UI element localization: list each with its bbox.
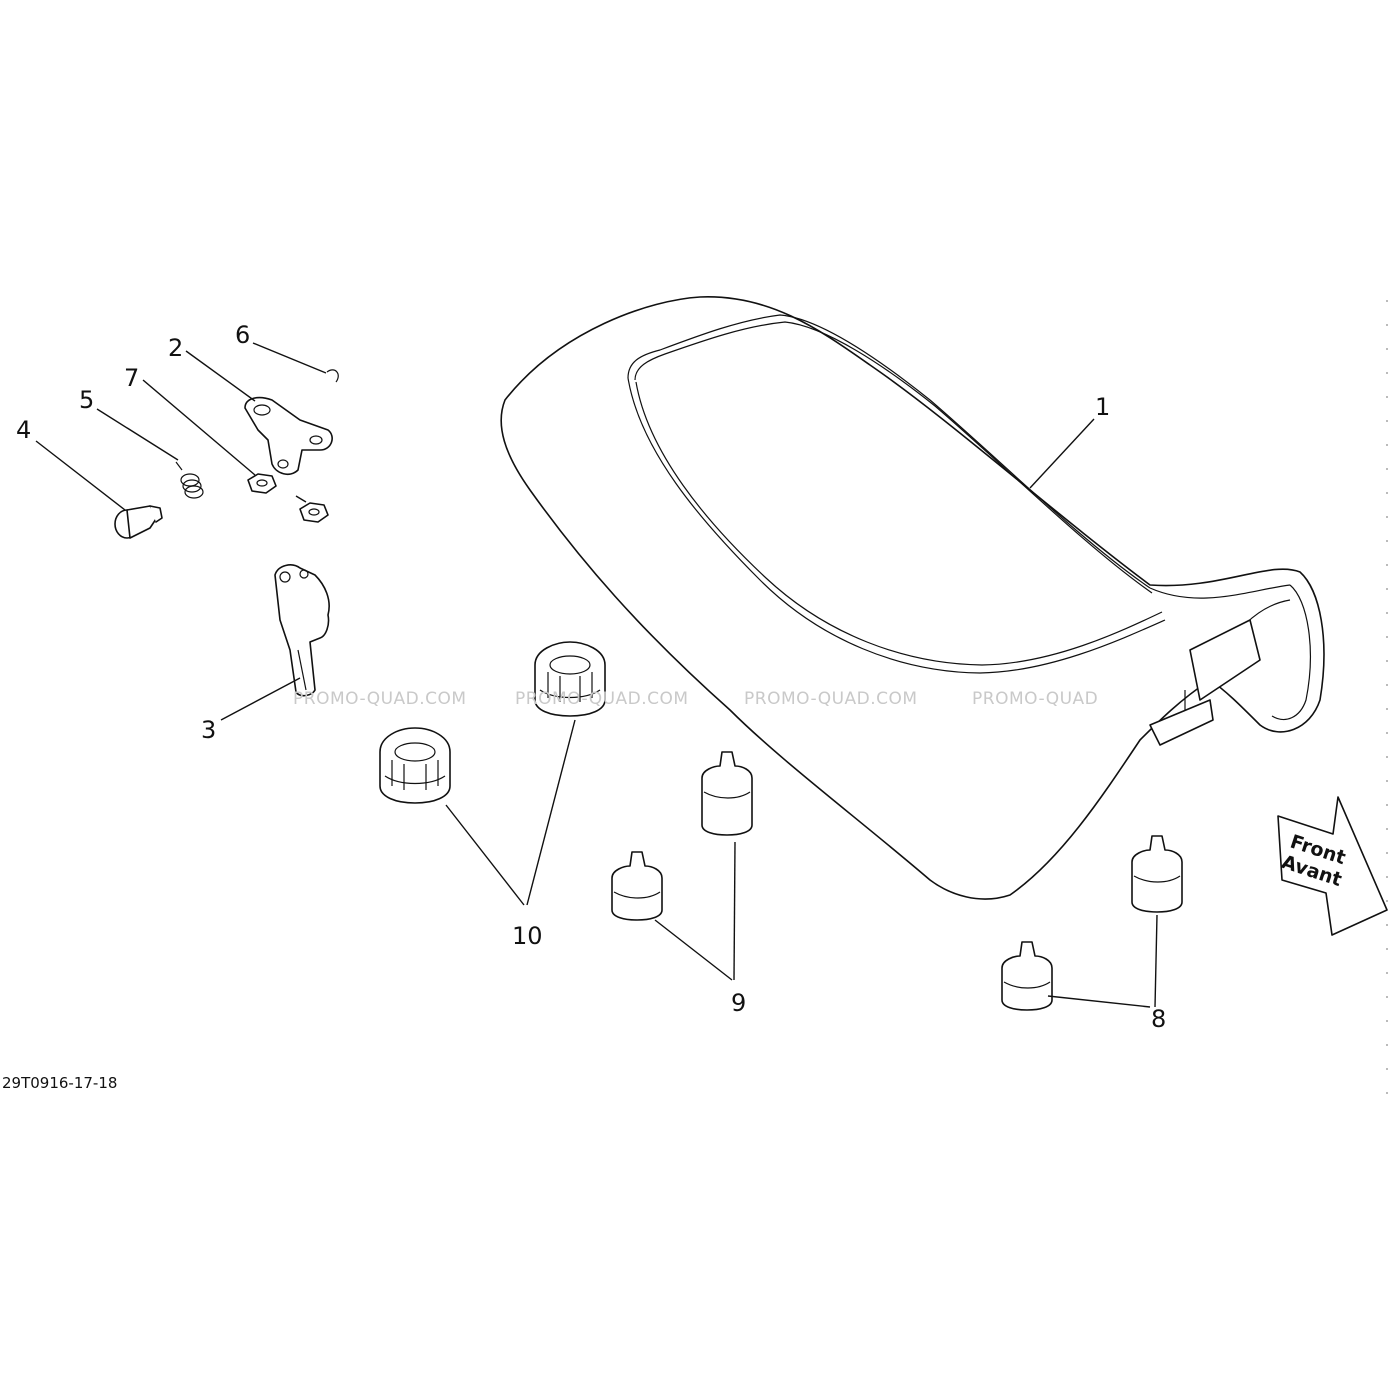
callout-5: 5 [79,386,94,414]
bumper-part [611,851,663,921]
spring-part [175,461,204,499]
watermark-text: PROMO-QUAD.COM [293,689,467,709]
callout-1: 1 [1095,393,1110,421]
callout-7: 7 [124,364,139,392]
latch-lever-part [274,564,330,697]
nut-part [247,473,329,523]
drawing-number: 29T0916-17-18 [2,1074,117,1092]
front-direction-arrow-icon: Front Avant [1277,796,1388,936]
bumper-part [1001,941,1053,1011]
callout-8: 8 [1151,1005,1166,1033]
callout-9: 9 [731,989,746,1017]
seat-part [500,296,1325,900]
callout-4: 4 [16,416,31,444]
leader-lines [35,342,1158,1008]
bumper-part [1131,835,1183,913]
clip-part [326,369,339,383]
grommet-part [379,727,451,804]
callout-2: 2 [168,334,183,362]
watermark-text: PROMO-QUAD.COM [515,689,689,709]
watermark-text: PROMO-QUAD [972,689,1098,709]
callout-6: 6 [235,321,250,349]
callout-3: 3 [201,716,216,744]
callout-10: 10 [512,922,543,950]
bumper-part [701,751,753,836]
pin-part [114,505,163,539]
watermark-text: PROMO-QUAD.COM [744,689,918,709]
latch-bracket-part [244,396,333,476]
grommet-part [534,641,606,717]
